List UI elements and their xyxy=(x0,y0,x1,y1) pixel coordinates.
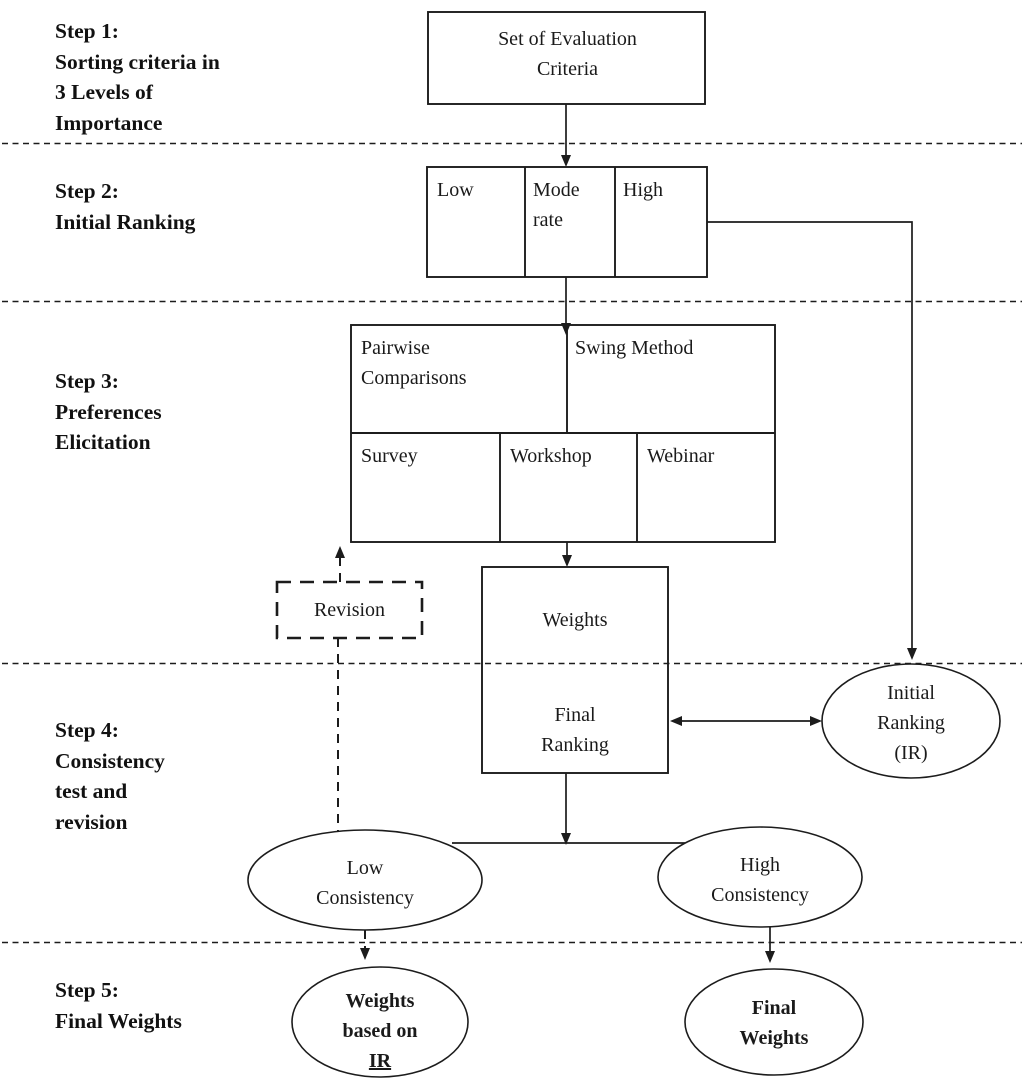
weights-final-ranking-box xyxy=(481,566,669,774)
final-weights-label: Final Weights xyxy=(739,997,809,1049)
level-moderate-label: Mode rate xyxy=(533,179,580,231)
weights-based-on-ir-line3: IR xyxy=(368,1050,392,1072)
initial-ranking-ir-ellipse xyxy=(821,663,1001,779)
weights-based-on-ir-line2: based on xyxy=(342,1020,418,1042)
step3-label: Step 3: Preferences Elicitation xyxy=(55,369,162,455)
weights-based-on-ir-label: Weights based on IR xyxy=(328,986,432,1076)
swing-method-label: Swing Method xyxy=(575,337,694,359)
evaluation-criteria-label: Set of Evaluation Criteria xyxy=(498,28,637,80)
final-weights-ellipse xyxy=(684,968,864,1076)
revision-box xyxy=(275,580,424,640)
initial-ranking-ir-label: Initial Ranking (IR) xyxy=(877,682,945,764)
level-high-label: High xyxy=(623,179,663,201)
level-low-label: Low xyxy=(437,179,474,201)
survey-label: Survey xyxy=(361,445,418,467)
step1-label: Step 1: Sorting criteria in 3 Levels of … xyxy=(55,19,220,135)
step-boundary-lines xyxy=(2,142,1022,944)
workshop-label: Workshop xyxy=(510,445,592,467)
final-ranking-label: Final Ranking xyxy=(541,704,609,756)
pairwise-comparisons-label: Pairwise Comparisons xyxy=(361,337,467,389)
high-consistency-label: High Consistency xyxy=(711,854,809,906)
weights-based-on-ir-ellipse xyxy=(291,966,469,1078)
arrow-high-to-ir xyxy=(707,221,917,660)
high-consistency-ellipse xyxy=(657,826,863,928)
revision-label: Revision xyxy=(313,599,386,621)
step4-label: Step 4: Consistency test and revision xyxy=(55,718,165,834)
webinar-label: Webinar xyxy=(647,445,715,467)
step2-label: Step 2: Initial Ranking xyxy=(55,179,196,234)
step5-label: Step 5: Final Weights xyxy=(55,978,182,1033)
weights-label: Weights xyxy=(542,609,608,631)
low-consistency-label: Low Consistency xyxy=(316,857,414,909)
weights-based-on-ir-line1: Weights xyxy=(345,990,415,1012)
